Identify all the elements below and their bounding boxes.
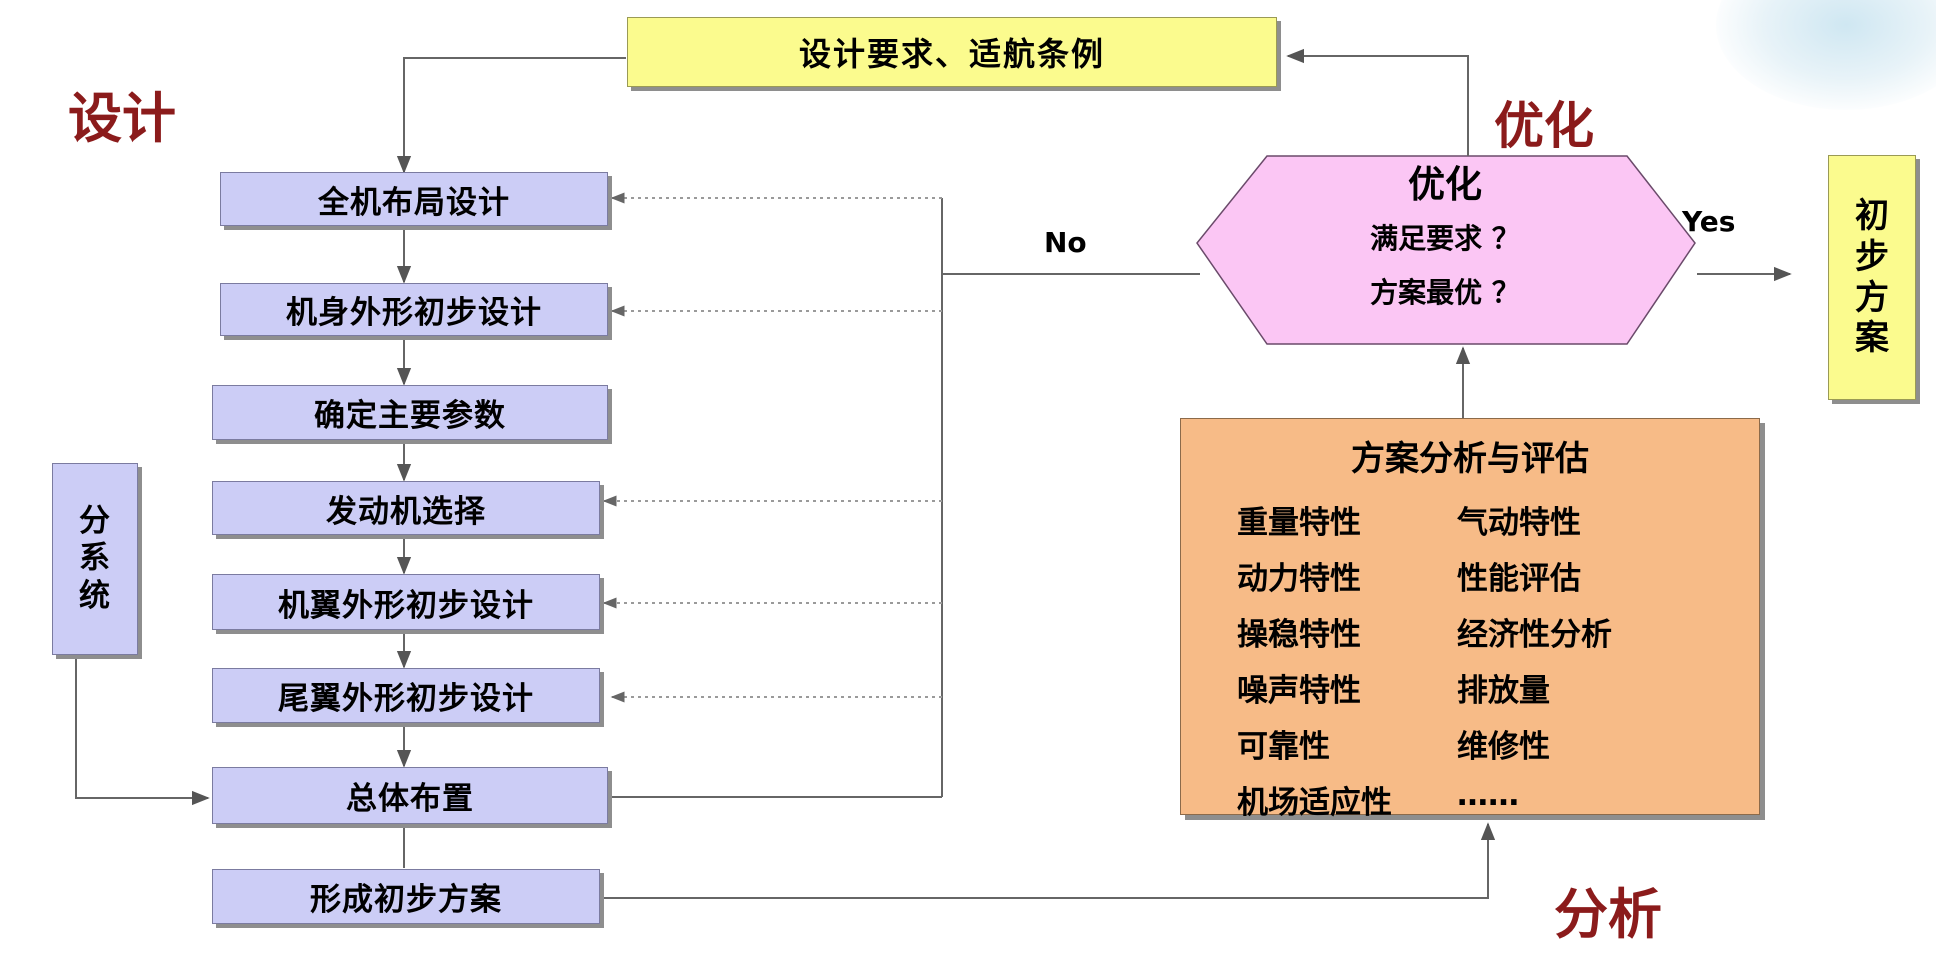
result-char: 方 [1855,277,1889,318]
step-overall-layout: 全机布局设计 [220,172,608,226]
analysis-item: 动力特性 [1237,561,1361,597]
yes-label: Yes [1682,205,1736,238]
decision-question-2: 方案最优 ？ [1370,276,1520,309]
analysis-item: 机场适应性 [1237,785,1392,821]
design-heading: 设计 [68,87,176,150]
analysis-item: 气动特性 [1457,505,1581,541]
analysis-heading: 分析 [1554,883,1662,946]
step-wing-design: 机翼外形初步设计 [212,574,600,630]
preliminary-scheme-result: 初 步 方 案 [1828,155,1916,400]
analysis-box: 方案分析与评估 重量特性 动力特性 操稳特性 噪声特性 可靠性 机场适应性 气动… [1180,418,1760,821]
analysis-item: 排放量 [1457,673,1550,709]
subsystem-box: 分 系 统 [52,463,138,655]
step-tail-design: 尾翼外形初步设计 [212,668,600,723]
decision-question-1: 满足要求 ？ [1370,222,1520,255]
result-char: 初 [1855,195,1889,236]
optimize-heading: 优化 [1494,97,1594,155]
step-main-parameters: 确定主要参数 [212,385,608,440]
step-preliminary-scheme: 形成初步方案 [212,869,600,924]
analysis-item: 经济性分析 [1457,617,1612,653]
analysis-item: 操稳特性 [1237,617,1361,653]
no-label: No [1044,226,1087,259]
step-general-arrangement: 总体布置 [212,767,608,824]
analysis-item: 重量特性 [1237,505,1361,541]
decision-text: 优化 满足要求 ？ 方案最优 ？ [1195,166,1695,307]
subsystem-char: 统 [79,577,111,614]
decision-title: 优化 [1408,163,1482,206]
analysis-title: 方案分析与评估 [1351,439,1589,479]
subsystem-char: 分 [79,503,111,540]
subsystem-char: 系 [79,540,111,577]
step-fuselage-design: 机身外形初步设计 [220,283,608,336]
step-engine-selection: 发动机选择 [212,481,600,535]
result-char: 步 [1855,236,1889,277]
analysis-item: 噪声特性 [1237,673,1361,709]
result-char: 案 [1855,318,1889,359]
decision-shape [1196,155,1696,345]
analysis-item: …… [1457,777,1519,813]
requirements-box: 设计要求、适航条例 [627,17,1277,87]
analysis-item: 可靠性 [1237,729,1330,765]
analysis-item: 维修性 [1457,729,1550,765]
analysis-item: 性能评估 [1457,561,1581,597]
